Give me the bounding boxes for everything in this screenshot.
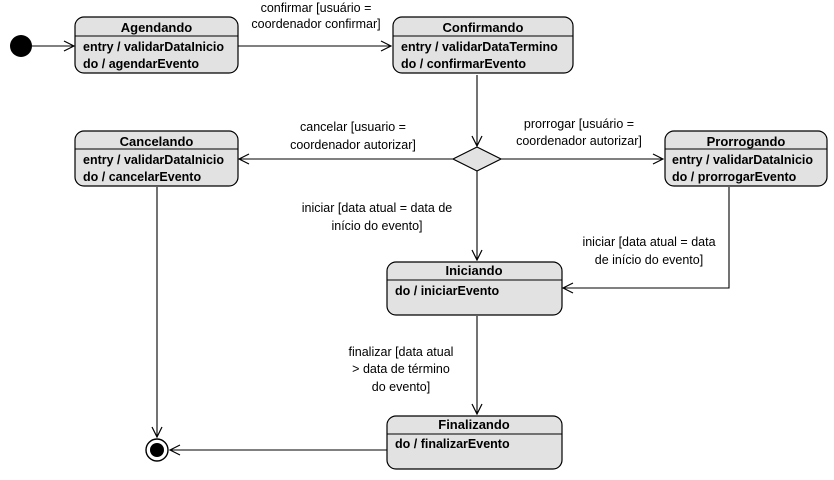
label-iniciar-prorrogado-line1: iniciar [data atual = data [582, 235, 715, 249]
state-prorrogando: Prorrogando entry / validarDataInicio do… [664, 130, 828, 187]
state-finalizando: Finalizando do / finalizarEvento [386, 415, 563, 470]
state-confirmando-name: Confirmando [443, 20, 524, 35]
state-confirmando-entry: entry / validarDataTermino [401, 40, 558, 54]
state-finalizando-do: do / finalizarEvento [395, 437, 510, 451]
label-cancelar-line2: coordenador autorizar] [290, 138, 416, 152]
initial-state-node [10, 35, 32, 57]
label-iniciar: iniciar [data atual = data de início do … [302, 201, 452, 233]
decision-node [451, 146, 503, 172]
label-prorrogar-line1: prorrogar [usuário = [524, 117, 634, 131]
state-cancelando-name: Cancelando [120, 134, 194, 149]
label-iniciar-prorrogado: iniciar [data atual = data de início do … [582, 235, 715, 267]
final-state-node [145, 438, 169, 462]
label-iniciar-line2: início do evento] [331, 219, 422, 233]
label-iniciar-prorrogado-line2: de início do evento] [595, 253, 703, 267]
label-confirmar-line2: coordenador confirmar] [251, 17, 380, 31]
label-confirmar: confirmar [usuário = coordenador confirm… [251, 1, 380, 31]
state-agendando: Agendando entry / validarDataInicio do /… [74, 16, 239, 74]
state-iniciando-name: Iniciando [445, 263, 502, 278]
state-iniciando: Iniciando do / iniciarEvento [386, 261, 563, 316]
state-iniciando-do: do / iniciarEvento [395, 284, 500, 298]
state-cancelando-do: do / cancelarEvento [83, 170, 201, 184]
state-cancelando-entry: entry / validarDataInicio [83, 153, 224, 167]
label-prorrogar-line2: coordenador autorizar] [516, 134, 642, 148]
state-confirmando-do: do / confirmarEvento [401, 57, 526, 71]
state-prorrogando-do: do / prorrogarEvento [672, 170, 797, 184]
state-prorrogando-name: Prorrogando [707, 134, 786, 149]
state-agendando-do: do / agendarEvento [83, 57, 199, 71]
label-finalizar: finalizar [data atual > data de término … [349, 345, 454, 394]
label-finalizar-line1: finalizar [data atual [349, 345, 454, 359]
label-confirmar-line1: confirmar [usuário = [261, 1, 372, 15]
label-cancelar-line1: cancelar [usuario = [300, 120, 406, 134]
edge-prorrogando-to-iniciando [563, 187, 730, 288]
label-prorrogar: prorrogar [usuário = coordenador autoriz… [516, 117, 642, 148]
state-confirmando: Confirmando entry / validarDataTermino d… [392, 16, 574, 74]
state-prorrogando-entry: entry / validarDataInicio [672, 153, 813, 167]
state-agendando-entry: entry / validarDataInicio [83, 40, 224, 54]
label-iniciar-line1: iniciar [data atual = data de [302, 201, 452, 215]
label-finalizar-line2: > data de término [352, 362, 450, 376]
state-cancelando: Cancelando entry / validarDataInicio do … [74, 130, 239, 187]
label-finalizar-line3: do evento] [372, 380, 430, 394]
label-cancelar: cancelar [usuario = coordenador autoriza… [290, 120, 416, 152]
state-agendando-name: Agendando [121, 20, 193, 35]
state-finalizando-name: Finalizando [438, 417, 510, 432]
